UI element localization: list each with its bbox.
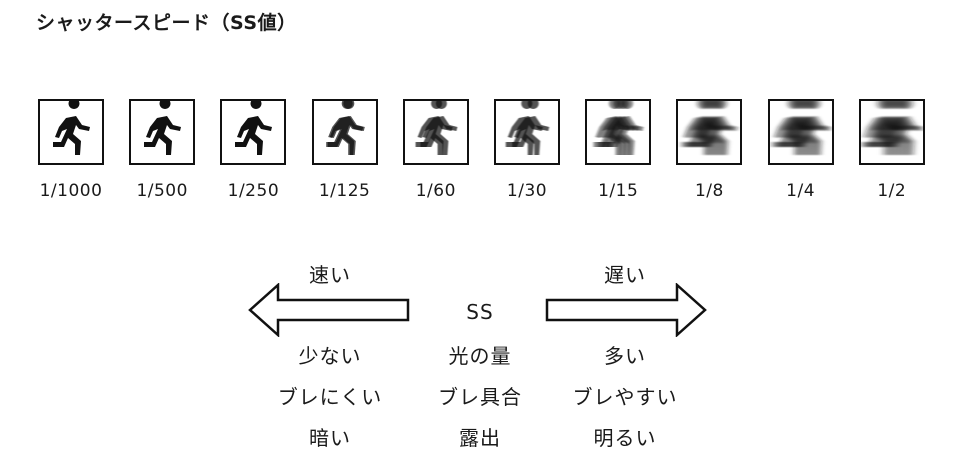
running-person-icon: [505, 101, 550, 155]
arrow-left-icon: [248, 283, 410, 337]
left-item-blur: ブレにくい: [277, 385, 383, 409]
right-item-exposure: 明るい: [593, 426, 657, 450]
runner-silhouette: [235, 101, 273, 155]
center-item-blur: ブレ具合: [438, 385, 522, 409]
running-person-icon: [53, 101, 90, 155]
shutter-speed-row: 1/1000 1/500 1/250 1/125 1/60 1/30 1/15 1/8 1/4 1…: [38, 99, 934, 209]
shutter-speed-label: 1/2: [877, 181, 907, 201]
running-person-icon: [325, 101, 365, 155]
left-item-exposure: 暗い: [309, 426, 351, 450]
frame-box: [585, 99, 652, 165]
right-item-light: 多い: [604, 344, 646, 368]
shutter-frame: 1/1000: [32, 99, 110, 201]
frame-box: [494, 99, 560, 165]
shutter-frame: 1/15: [579, 99, 657, 201]
shutter-frame: 1/2: [853, 99, 931, 201]
right-item-blur: ブレやすい: [572, 385, 678, 409]
running-person-icon: [771, 101, 831, 155]
shutter-frame: 1/8: [670, 99, 748, 201]
shutter-frame: 1/125: [306, 99, 384, 201]
left-heading: 速い: [309, 263, 351, 287]
diagram-title: シャッタースピード（SS値）: [36, 12, 297, 34]
running-person-icon: [593, 101, 644, 155]
running-person-icon: [144, 101, 182, 155]
shutter-speed-label: 1/250: [227, 181, 280, 201]
shutter-speed-label: 1/15: [598, 181, 639, 201]
center-item-exposure: 露出: [459, 426, 501, 450]
runner-silhouette: [606, 101, 644, 155]
left-item-light: 少ない: [298, 344, 362, 368]
runner-silhouette: [144, 101, 182, 155]
shutter-speed-label: 1/8: [694, 181, 724, 201]
running-person-icon: [860, 101, 923, 155]
runner-silhouette: [886, 101, 923, 155]
running-person-icon: [681, 101, 738, 155]
frame-box: [311, 99, 378, 165]
right-heading: 遅い: [604, 263, 646, 287]
running-person-icon: [415, 101, 458, 155]
frame-box: [767, 99, 834, 165]
shutter-speed-label: 1/1000: [39, 181, 103, 201]
shutter-speed-label: 1/60: [415, 181, 456, 201]
frame-box: [402, 99, 469, 165]
frame-box: [858, 99, 925, 165]
center-heading: SS: [466, 300, 494, 324]
frame-box: [676, 99, 743, 165]
shutter-frame: 1/4: [762, 99, 840, 201]
shutter-frame: 1/500: [123, 99, 201, 201]
center-item-light: 光の量: [448, 344, 512, 368]
shutter-speed-label: 1/4: [786, 181, 816, 201]
arrow-right-icon: [545, 283, 707, 337]
runner-silhouette: [53, 101, 90, 155]
runner-silhouette: [327, 101, 365, 155]
shutter-frame: 1/60: [397, 99, 475, 201]
shutter-frame: 1/250: [214, 99, 292, 201]
running-person-icon: [235, 101, 273, 155]
frame-box: [129, 99, 196, 165]
runner-silhouette: [420, 101, 458, 155]
frame-box: [220, 99, 287, 165]
runner-silhouette: [700, 101, 738, 155]
runner-silhouette: [512, 101, 550, 155]
frame-box: [38, 99, 104, 165]
shutter-speed-label: 1/30: [506, 181, 548, 201]
shutter-speed-label: 1/125: [318, 181, 371, 201]
shutter-frame: 1/30: [488, 99, 566, 201]
runner-silhouette: [793, 101, 831, 155]
shutter-speed-label: 1/500: [136, 181, 188, 201]
